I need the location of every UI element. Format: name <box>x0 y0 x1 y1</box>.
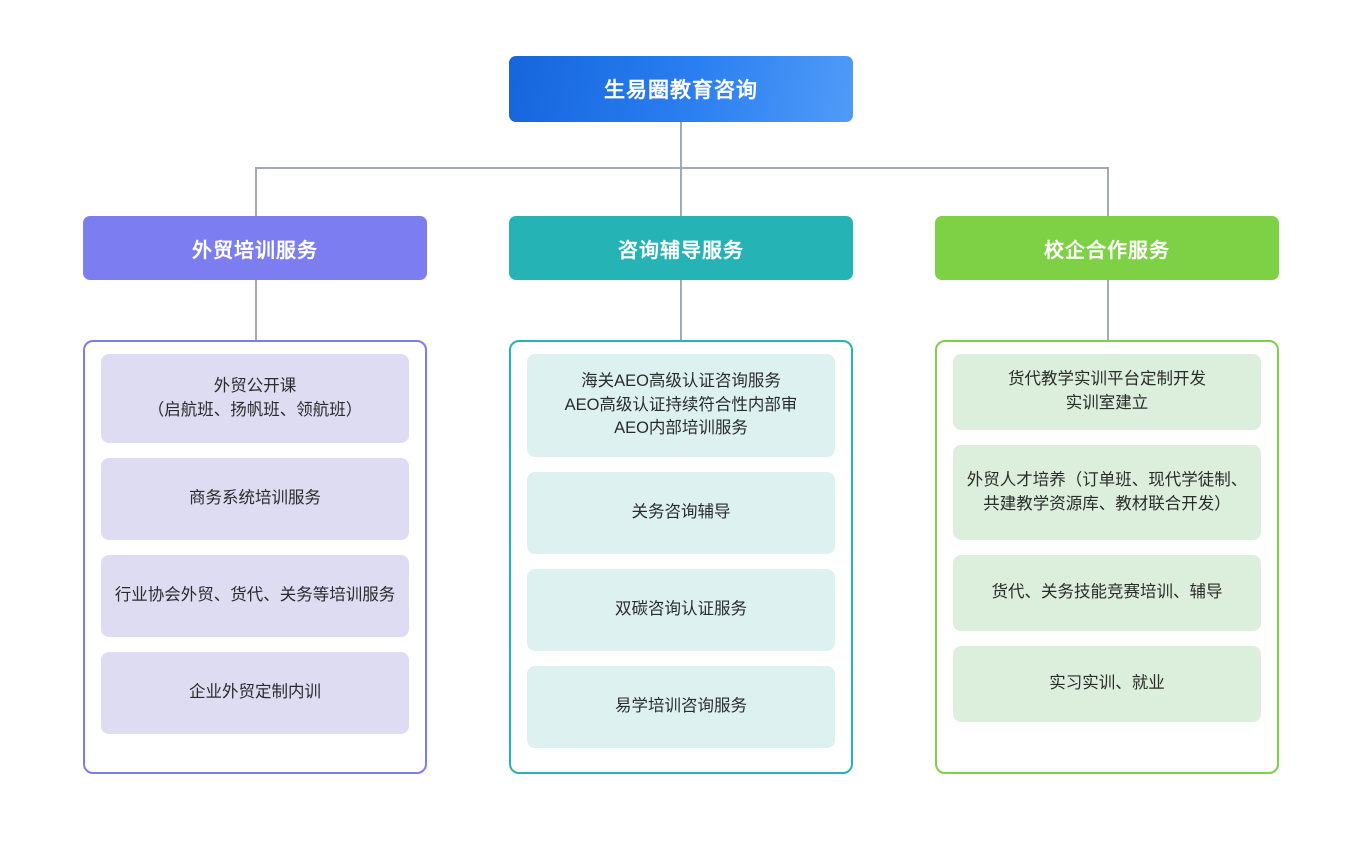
list-item[interactable]: 行业协会外贸、货代、关务等培训服务 <box>101 555 409 637</box>
list-item[interactable]: 货代教学实训平台定制开发 实训室建立 <box>953 354 1261 430</box>
category-header-3[interactable]: 校企合作服务 <box>935 216 1279 280</box>
connector-drop-col2 <box>680 167 682 216</box>
category-header-2[interactable]: 咨询辅导服务 <box>509 216 853 280</box>
list-item[interactable]: 海关AEO高级认证咨询服务 AEO高级认证持续符合性内部审 AEO内部培训服务 <box>527 354 835 457</box>
root-node[interactable]: 生易圈教育咨询 <box>509 56 853 122</box>
list-item[interactable]: 易学培训咨询服务 <box>527 666 835 748</box>
list-item[interactable]: 实习实训、就业 <box>953 646 1261 722</box>
category-panel-2: 海关AEO高级认证咨询服务 AEO高级认证持续符合性内部审 AEO内部培训服务 … <box>509 340 853 774</box>
list-item[interactable]: 货代、关务技能竞赛培训、辅导 <box>953 555 1261 631</box>
list-item[interactable]: 商务系统培训服务 <box>101 458 409 540</box>
list-item[interactable]: 外贸人才培养（订单班、现代学徒制、共建教学资源库、教材联合开发） <box>953 445 1261 540</box>
list-item[interactable]: 双碳咨询认证服务 <box>527 569 835 651</box>
root-node-label: 生易圈教育咨询 <box>604 79 758 102</box>
category-header-1[interactable]: 外贸培训服务 <box>83 216 427 280</box>
list-item[interactable]: 企业外贸定制内训 <box>101 652 409 734</box>
connector-horizontal-bus <box>255 167 1109 169</box>
connector-drop-col3 <box>1107 167 1109 216</box>
category-header-2-label: 咨询辅导服务 <box>618 239 744 262</box>
list-item[interactable]: 外贸公开课 （启航班、扬帆班、领航班） <box>101 354 409 443</box>
category-panel-3: 货代教学实训平台定制开发 实训室建立 外贸人才培养（订单班、现代学徒制、共建教学… <box>935 340 1279 774</box>
category-panel-1: 外贸公开课 （启航班、扬帆班、领航班） 商务系统培训服务 行业协会外贸、货代、关… <box>83 340 427 774</box>
connector-col3-panel <box>1107 280 1109 340</box>
connector-root-stem <box>680 122 682 168</box>
connector-col2-panel <box>680 280 682 340</box>
connector-col1-panel <box>255 280 257 340</box>
list-item[interactable]: 关务咨询辅导 <box>527 472 835 554</box>
category-header-1-label: 外贸培训服务 <box>192 239 318 262</box>
category-header-3-label: 校企合作服务 <box>1044 239 1170 262</box>
connector-drop-col1 <box>255 167 257 216</box>
